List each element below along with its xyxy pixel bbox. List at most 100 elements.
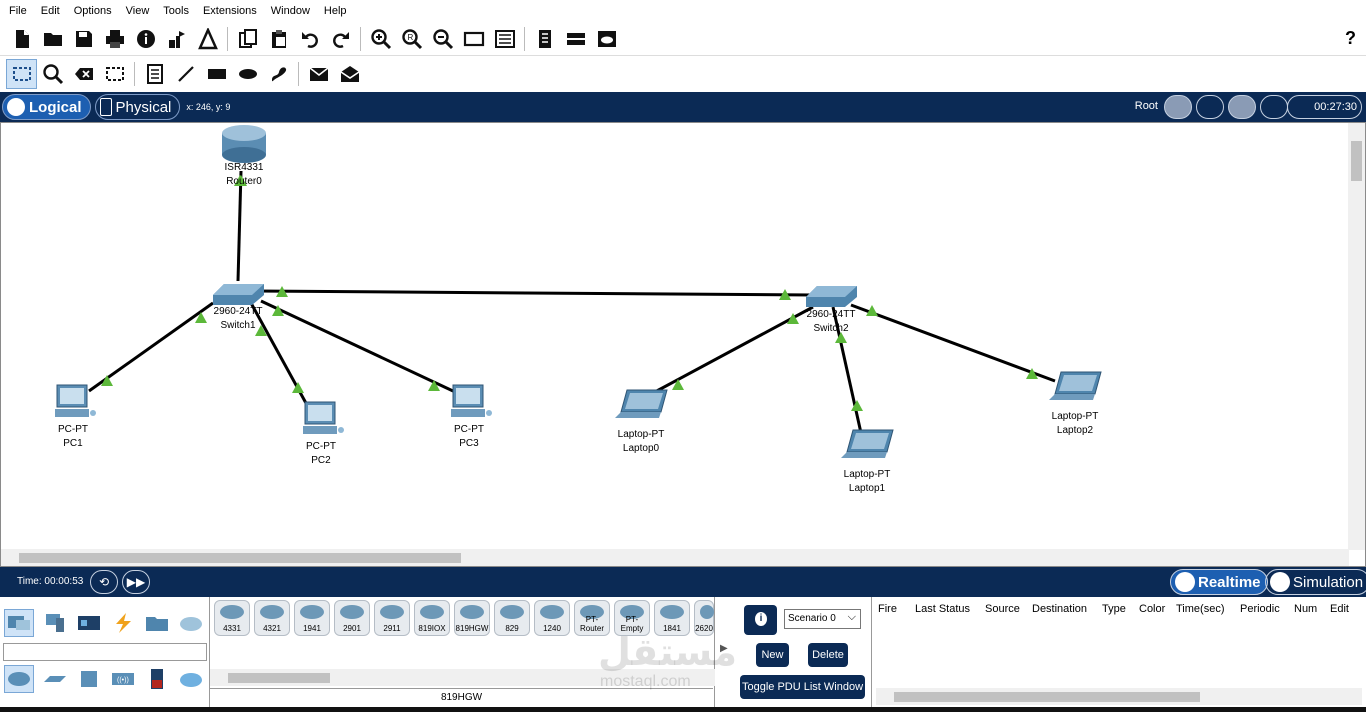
scroll-thumb[interactable] bbox=[1351, 141, 1362, 181]
pc-icon[interactable] bbox=[303, 401, 344, 434]
pdu-column-num[interactable]: Num bbox=[1294, 603, 1318, 615]
wizard-icon[interactable] bbox=[161, 24, 192, 54]
select-icon[interactable] bbox=[6, 59, 37, 89]
pdu-column-last-status[interactable]: Last Status bbox=[915, 603, 971, 615]
palette-icon[interactable] bbox=[458, 24, 489, 54]
link-switch1-pc1[interactable] bbox=[88, 301, 214, 393]
device-search-field[interactable] bbox=[3, 643, 207, 661]
link-switch2-laptop2[interactable] bbox=[850, 303, 1056, 383]
expand-arrow-icon[interactable]: ▶ bbox=[720, 643, 728, 654]
simulation-mode-button[interactable]: Simulation bbox=[1265, 569, 1366, 595]
network-devices-category[interactable] bbox=[4, 609, 34, 637]
complex-pdu-icon[interactable] bbox=[334, 59, 365, 89]
scroll-thumb[interactable] bbox=[19, 553, 461, 563]
new-file-icon[interactable] bbox=[6, 24, 37, 54]
ellipse-icon[interactable] bbox=[232, 59, 263, 89]
model-palette-scrollbar[interactable] bbox=[210, 669, 715, 686]
wan-emulation-subcategory[interactable] bbox=[176, 665, 206, 693]
miscellaneous-category[interactable] bbox=[142, 609, 172, 637]
simple-pdu-icon[interactable] bbox=[303, 59, 334, 89]
link-switch1-switch2[interactable] bbox=[254, 289, 814, 297]
hubs-subcategory[interactable] bbox=[74, 665, 104, 693]
power-cycle-button[interactable]: ⟲ bbox=[90, 570, 118, 594]
scenario-info-button[interactable] bbox=[744, 605, 777, 635]
security-subcategory[interactable] bbox=[142, 665, 172, 693]
zoom-in-icon[interactable] bbox=[365, 24, 396, 54]
scroll-thumb[interactable] bbox=[894, 692, 1200, 702]
device-model-1841[interactable]: 1841 bbox=[654, 600, 690, 636]
zoom-out-icon[interactable] bbox=[427, 24, 458, 54]
pdu-column-edit[interactable]: Edit bbox=[1330, 603, 1349, 615]
wireless-subcategory[interactable]: ((•)) bbox=[108, 665, 138, 693]
router-icon[interactable] bbox=[222, 125, 266, 163]
device-model-1240[interactable]: 1240 bbox=[534, 600, 570, 636]
undo-icon[interactable] bbox=[294, 24, 325, 54]
new-scenario-button[interactable]: New bbox=[756, 643, 789, 667]
device-model-1941[interactable]: 1941 bbox=[294, 600, 330, 636]
device-model-4321[interactable]: 4321 bbox=[254, 600, 290, 636]
tab-logical[interactable]: Logical bbox=[2, 94, 91, 120]
delete-scenario-button[interactable]: Delete bbox=[808, 643, 848, 667]
pdu-column-destination[interactable]: Destination bbox=[1032, 603, 1088, 615]
back-button[interactable] bbox=[1164, 95, 1192, 119]
device-model-829[interactable]: 829 bbox=[494, 600, 530, 636]
line-icon[interactable] bbox=[170, 59, 201, 89]
activity-icon[interactable] bbox=[192, 24, 223, 54]
pdu-column-time-sec[interactable]: Time(sec) bbox=[1176, 603, 1225, 615]
rectangle-icon[interactable] bbox=[201, 59, 232, 89]
help-icon[interactable]: ? bbox=[1345, 28, 1356, 48]
workspace-horizontal-scrollbar[interactable] bbox=[1, 549, 1349, 566]
device-model-819iox[interactable]: 819IOX bbox=[414, 600, 450, 636]
fast-forward-button[interactable]: ▶▶ bbox=[122, 570, 150, 594]
device-model-pt-router[interactable]: PT-Router bbox=[574, 600, 610, 636]
cluster-icon[interactable] bbox=[560, 24, 591, 54]
device-model-2620[interactable]: 2620 bbox=[694, 600, 714, 636]
open-folder-icon[interactable] bbox=[37, 24, 68, 54]
menu-window[interactable]: Window bbox=[270, 5, 310, 17]
pdu-horizontal-scrollbar[interactable] bbox=[876, 688, 1362, 705]
pdu-column-fire[interactable]: Fire bbox=[878, 603, 897, 615]
save-icon[interactable] bbox=[68, 24, 99, 54]
link-switch1-pc3[interactable] bbox=[260, 299, 454, 393]
switch-icon[interactable] bbox=[806, 286, 857, 307]
custom-device-icon[interactable] bbox=[489, 24, 520, 54]
topology-canvas[interactable] bbox=[1, 123, 1349, 550]
inspect-icon[interactable] bbox=[37, 59, 68, 89]
components-category[interactable] bbox=[74, 609, 104, 637]
menu-edit[interactable]: Edit bbox=[40, 5, 60, 17]
menu-options[interactable]: Options bbox=[73, 5, 112, 17]
routers-subcategory[interactable] bbox=[4, 665, 34, 693]
paste-icon[interactable] bbox=[263, 24, 294, 54]
switch-icon[interactable] bbox=[213, 284, 264, 305]
resize-icon[interactable] bbox=[99, 59, 130, 89]
device-model-819hgw[interactable]: 819HGW bbox=[454, 600, 490, 636]
link-switch2-laptop1[interactable] bbox=[831, 306, 863, 434]
print-icon[interactable] bbox=[99, 24, 130, 54]
realtime-mode-button[interactable]: Realtime bbox=[1170, 569, 1268, 595]
note-icon[interactable] bbox=[139, 59, 170, 89]
menu-tools[interactable]: Tools bbox=[163, 5, 189, 17]
switches-subcategory[interactable] bbox=[40, 665, 70, 693]
pc-icon[interactable] bbox=[55, 384, 96, 417]
link-switch2-laptop0[interactable] bbox=[652, 305, 814, 395]
pdu-column-type[interactable]: Type bbox=[1102, 603, 1126, 615]
move-object-button[interactable] bbox=[1228, 95, 1256, 119]
link-router0-switch1[interactable] bbox=[236, 170, 243, 282]
new-cluster-button[interactable] bbox=[1196, 95, 1224, 119]
multiuser-category[interactable] bbox=[176, 609, 206, 637]
delete-icon[interactable] bbox=[68, 59, 99, 89]
pdu-column-color[interactable]: Color bbox=[1139, 603, 1166, 615]
tab-physical[interactable]: Physical bbox=[94, 94, 181, 120]
device-model-4331[interactable]: 4331 bbox=[214, 600, 250, 636]
cloud-view-icon[interactable] bbox=[591, 24, 622, 54]
menu-help[interactable]: Help bbox=[323, 5, 347, 17]
pc-icon[interactable] bbox=[451, 384, 492, 417]
redo-icon[interactable] bbox=[325, 24, 356, 54]
